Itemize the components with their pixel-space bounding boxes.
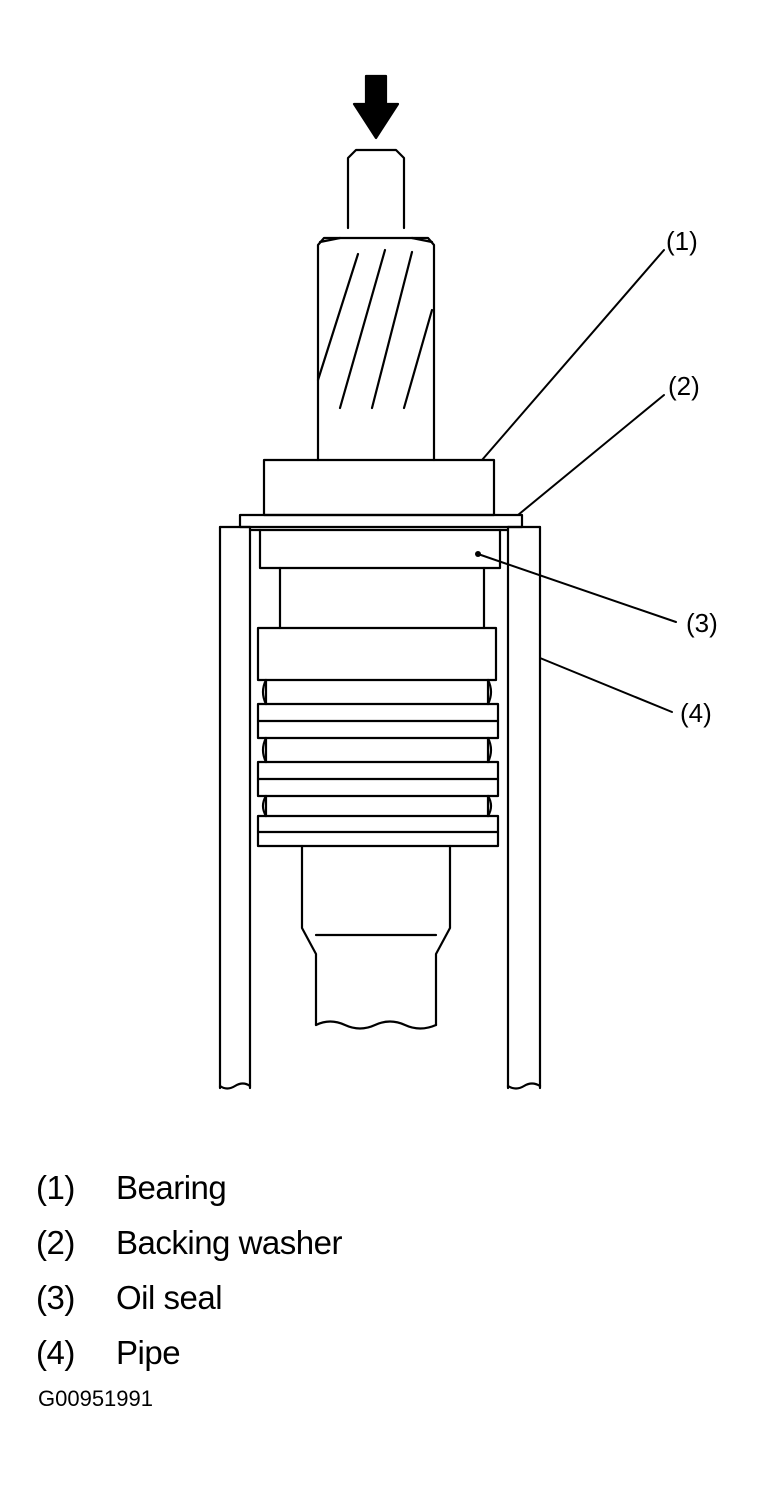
legend-label: Bearing [116, 1168, 227, 1206]
oil-seal [248, 528, 510, 570]
legend-label: Backing washer [116, 1223, 342, 1261]
callout-4: (4) [680, 698, 712, 728]
legend-item: (4) Pipe [36, 1325, 342, 1380]
legend-number: (1) [36, 1168, 75, 1206]
callout-3: (3) [686, 608, 718, 638]
pipe [218, 525, 542, 1090]
housing-bore [278, 566, 486, 630]
lower-shaft [300, 844, 452, 1030]
installation-diagram: (1) (2) (3) (4) [218, 74, 718, 1090]
arrow-down-icon [352, 74, 400, 140]
legend-label: Oil seal [116, 1278, 223, 1316]
leader-lines [477, 249, 677, 713]
legend-number: (4) [36, 1333, 75, 1371]
callout-2: (2) [668, 371, 700, 401]
leader-3 [477, 553, 677, 623]
callout-1: (1) [666, 226, 698, 256]
shaft-tip [346, 148, 406, 230]
gear-collar [256, 626, 500, 848]
legend-number: (3) [36, 1278, 75, 1316]
bearing [262, 458, 496, 517]
leader-1 [481, 249, 665, 461]
parts-legend: (1) Bearing (2) Backing washer (3) Oil s… [36, 1160, 342, 1380]
legend-item: (1) Bearing [36, 1160, 342, 1215]
legend-item: (2) Backing washer [36, 1215, 342, 1270]
leader-3-dot [475, 551, 481, 557]
figure-id: G00951991 [38, 1386, 153, 1411]
splined-shaft [316, 236, 436, 462]
leader-2 [517, 394, 665, 516]
leader-4 [539, 657, 673, 713]
backing-washer [238, 513, 524, 529]
legend-item: (3) Oil seal [36, 1270, 342, 1325]
legend-number: (2) [36, 1223, 75, 1261]
legend-label: Pipe [116, 1333, 181, 1371]
